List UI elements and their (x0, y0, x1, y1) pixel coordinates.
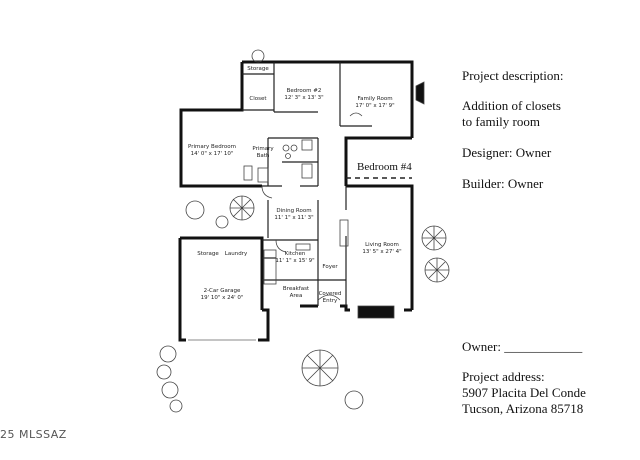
interior-walls (242, 62, 412, 306)
mls-watermark: 25 MLSSAZ (0, 428, 67, 441)
designer-line: Designer: Owner (462, 145, 552, 160)
builder-line: Builder: Owner (462, 176, 544, 191)
family-room-dim: 17' 0" x 17' 9" (355, 103, 394, 109)
storage-top-label: Storage (247, 66, 269, 72)
closet-label: Closet (249, 96, 267, 102)
owner-line: Owner: ____________ (462, 339, 583, 354)
laundry-label: Laundry (225, 251, 248, 257)
primary-bath-line1: Primary (252, 146, 274, 152)
fixtures (243, 49, 425, 319)
breakfast-line2: Area (290, 293, 303, 299)
garage-name: 2-Car Garage (204, 288, 241, 294)
project-address-title: Project address: (462, 369, 545, 384)
foyer-label: Foyer (322, 264, 338, 270)
address-line1: 5907 Placita Del Conde (462, 385, 586, 400)
project-description-line1: Addition of closets (462, 98, 561, 113)
kitchen-name: Kitchen (285, 251, 306, 257)
covered-entry-line2: Entry (323, 298, 338, 304)
exterior-walls (178, 60, 414, 342)
bedroom2-dim: 12' 3" x 13' 3" (284, 95, 323, 101)
bedroom4-label: Bedroom #4 (357, 161, 412, 173)
dining-room-dim: 11' 1" x 11' 3" (274, 215, 313, 221)
bedroom2-name: Bedroom #2 (287, 88, 322, 94)
project-description-title: Project description: (462, 68, 564, 83)
covered-entry-line1: Covered (319, 291, 342, 297)
breakfast-line1: Breakfast (283, 286, 310, 292)
storage-garage-label: Storage (197, 251, 219, 257)
address-line2: Tucson, Arizona 85718 (462, 401, 584, 416)
landscape-plants (156, 195, 450, 413)
kitchen-dim: 11' 1" x 15' 9" (275, 258, 314, 264)
living-room-dim: 13' 5" x 27' 4" (362, 249, 401, 255)
family-room-name: Family Room (357, 96, 392, 102)
primary-bedroom-dim: 14' 0" x 17' 10" (191, 151, 234, 157)
primary-bath-line2: Bath (257, 153, 270, 159)
project-description-line2: to family room (462, 114, 540, 129)
garage-dim: 19' 10" x 24' 0" (201, 295, 244, 301)
dining-room-name: Dining Room (276, 208, 311, 214)
primary-bedroom-name: Primary Bedroom (188, 144, 236, 150)
living-room-name: Living Room (365, 242, 399, 248)
